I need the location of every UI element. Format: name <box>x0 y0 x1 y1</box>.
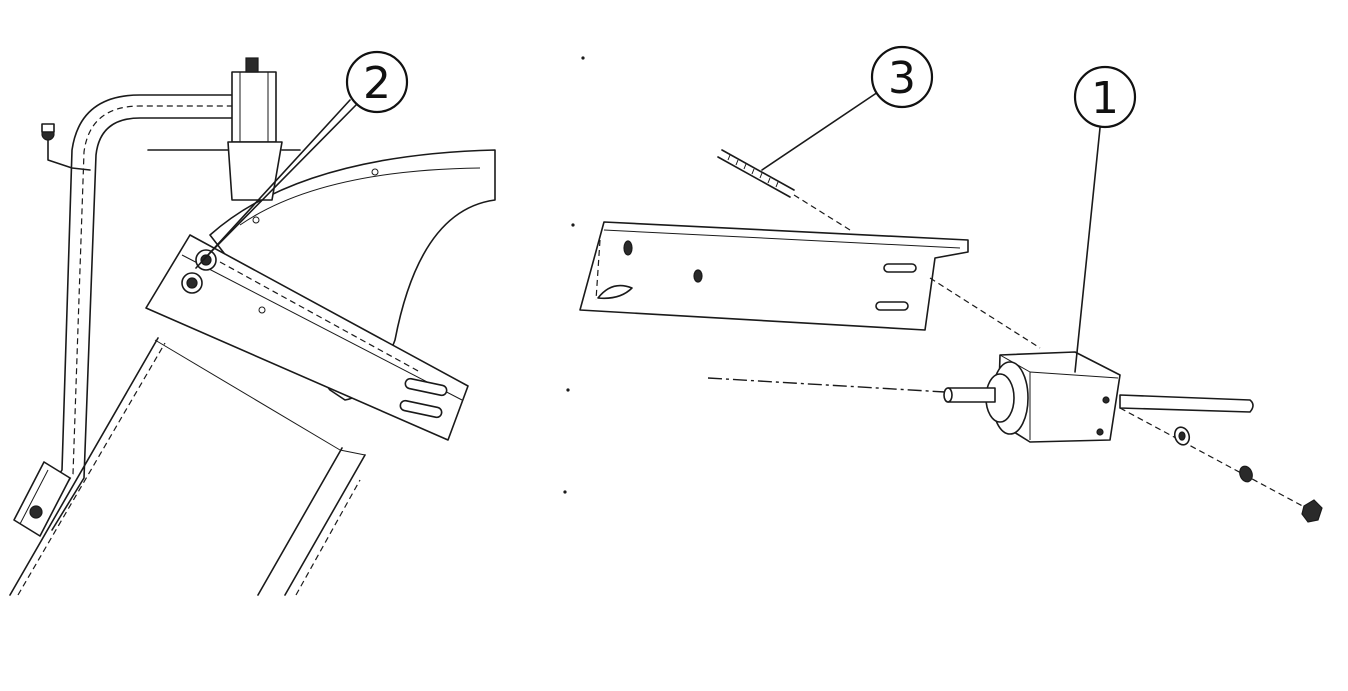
callout-number-2: 2 <box>363 58 391 109</box>
leader-line-3 <box>761 91 879 171</box>
callout-3: 3 <box>761 45 934 171</box>
callout-2: 2 <box>195 50 409 269</box>
clamp-band <box>145 234 469 441</box>
callout-circle-1 <box>1073 65 1137 129</box>
mounting-plate <box>579 221 969 331</box>
callout-number-3: 3 <box>888 53 916 104</box>
callout-1: 1 <box>1073 65 1137 373</box>
callout-circle-2 <box>345 50 409 114</box>
top-bracket <box>147 57 301 201</box>
leader-line-2a <box>204 102 359 259</box>
screw <box>717 149 851 231</box>
callout-circle-3 <box>870 45 934 109</box>
motor <box>707 277 1323 523</box>
leader-line-1 <box>1074 127 1101 373</box>
bent-rod <box>29 94 236 531</box>
bolt-pair <box>181 249 217 294</box>
right-assembly <box>563 56 1323 523</box>
chute-body <box>9 337 366 596</box>
callout-number-1: 1 <box>1091 73 1119 124</box>
left-assembly <box>9 57 496 596</box>
rod-clamp <box>13 461 71 537</box>
leader-line-2b <box>195 99 351 269</box>
